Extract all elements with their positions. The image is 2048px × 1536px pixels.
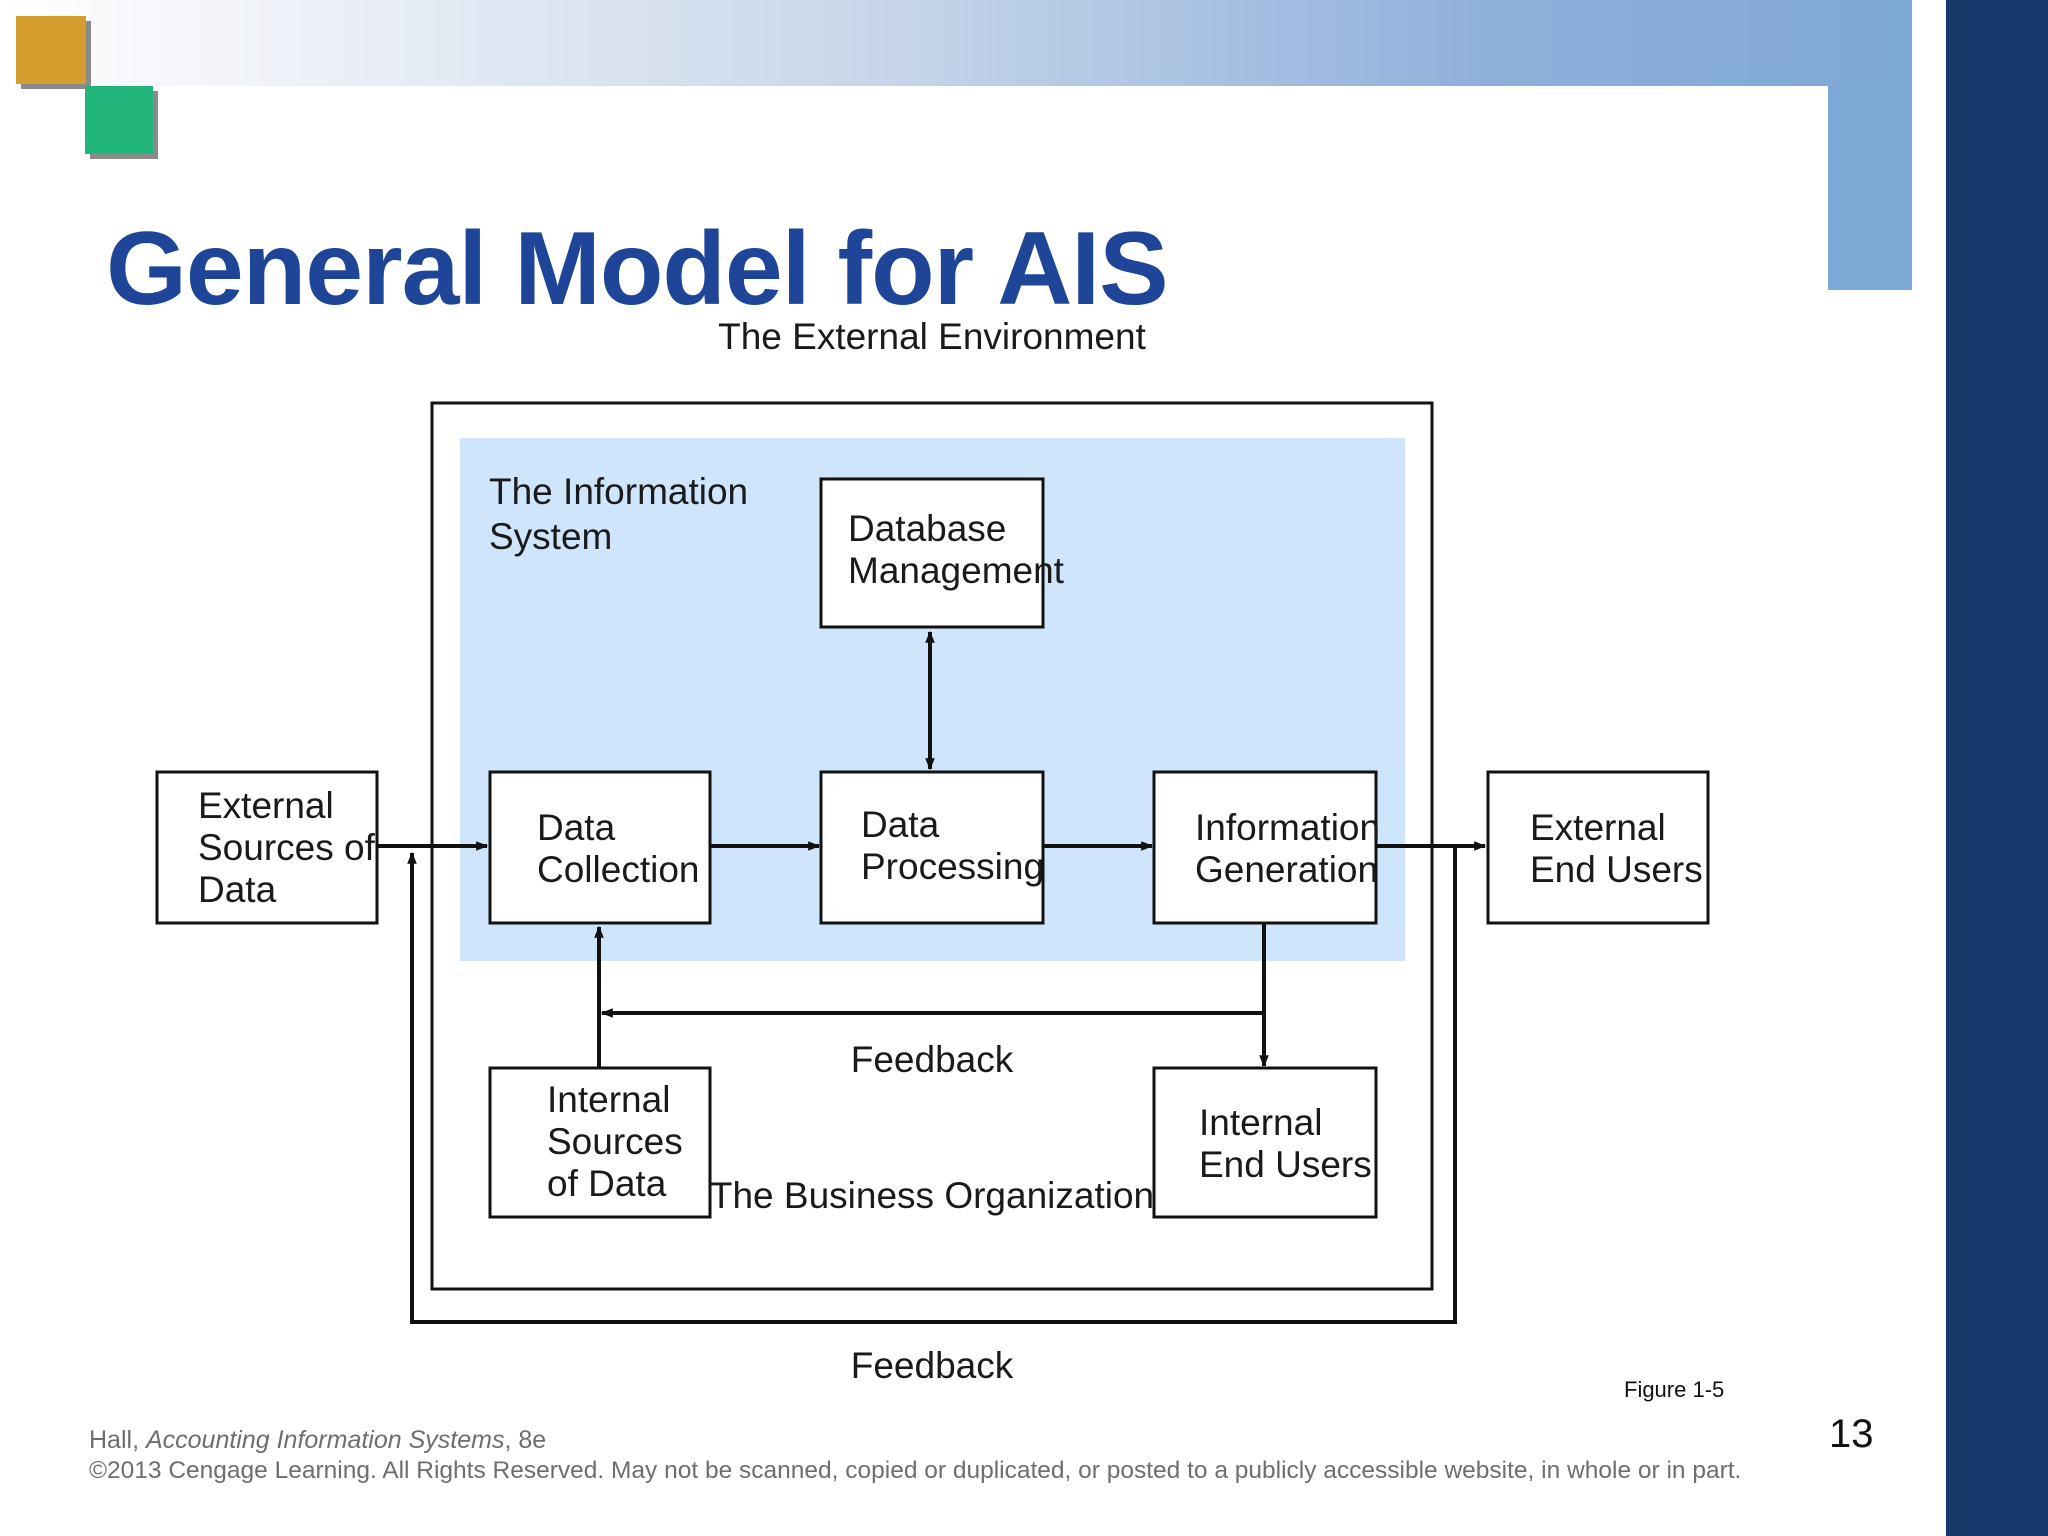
business-organization-label: The Business Organization — [710, 1175, 1154, 1216]
header-gradient-band — [0, 0, 1912, 86]
node-external-end-users-line2: End Users — [1530, 849, 1703, 890]
node-information-generation: Information Generation — [1152, 770, 1380, 925]
node-internal-end-users-line1: Internal — [1199, 1102, 1322, 1143]
node-database-management: Database Management — [819, 477, 1065, 629]
external-environment-label: The External Environment — [718, 316, 1146, 357]
figure-label: Figure 1-5 — [1624, 1377, 1725, 1402]
slide-title: General Model for AIS — [106, 211, 1169, 327]
node-internal-end-users: Internal End Users — [1152, 1066, 1378, 1219]
node-internal-sources-line1: Internal — [547, 1079, 670, 1120]
node-information-generation-line2: Generation — [1195, 849, 1378, 890]
node-external-sources-line2: Sources of — [198, 827, 376, 868]
node-external-sources: External Sources of Data — [155, 770, 379, 925]
node-internal-sources-line3: of Data — [547, 1163, 667, 1204]
feedback-outer-label: Feedback — [851, 1345, 1014, 1386]
node-data-collection-line1: Data — [537, 807, 616, 848]
citation-author: Hall, — [89, 1426, 146, 1454]
node-internal-end-users-line2: End Users — [1199, 1144, 1372, 1185]
right-navy-bar — [1946, 0, 2048, 1536]
citation: Hall, Accounting Information Systems, 8e — [89, 1426, 546, 1455]
node-internal-sources: Internal Sources of Data — [488, 1066, 712, 1219]
node-data-processing-line1: Data — [861, 804, 940, 845]
copyright-notice: ©2013 Cengage Learning. All Rights Reser… — [89, 1457, 1742, 1484]
arrow-outer-feedback — [407, 846, 1457, 1324]
node-external-end-users: External End Users — [1486, 770, 1710, 925]
decor-square-green — [85, 86, 153, 154]
connector-lines — [377, 630, 1487, 1324]
node-external-sources-line3: Data — [198, 869, 277, 910]
feedback-inner-label: Feedback — [851, 1039, 1014, 1080]
node-data-processing: Data Processing — [819, 770, 1045, 925]
decor-square-gold — [16, 16, 86, 84]
citation-book-title: Accounting Information Systems — [145, 1426, 505, 1454]
node-data-processing-line2: Processing — [861, 846, 1044, 887]
node-external-end-users-line1: External — [1530, 807, 1666, 848]
citation-edition: , 8e — [504, 1426, 547, 1454]
node-information-generation-line1: Information — [1195, 807, 1380, 848]
node-data-collection-line2: Collection — [537, 849, 699, 890]
node-external-sources-line1: External — [198, 785, 334, 826]
node-database-management-line1: Database — [848, 508, 1006, 549]
node-data-collection: Data Collection — [488, 770, 712, 925]
page-number: 13 — [1829, 1412, 1874, 1456]
node-database-management-line2: Management — [848, 550, 1065, 591]
information-system-label-line2: System — [489, 516, 612, 557]
node-internal-sources-line2: Sources — [547, 1121, 683, 1162]
information-system-label-line1: The Information — [489, 471, 748, 512]
